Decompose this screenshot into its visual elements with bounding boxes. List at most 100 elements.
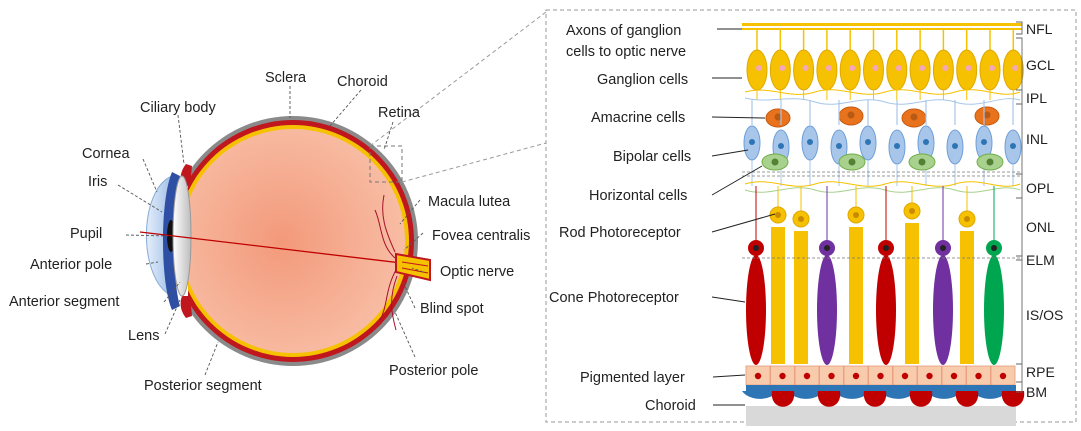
photoreceptors [746,186,1004,365]
label-pigmented-layer: Pigmented layer [580,370,685,386]
label-amacrine-cells: Amacrine cells [591,110,685,126]
bipolar-nucleus [981,139,987,145]
bipolar-nucleus [923,139,929,145]
horizontal-nucleus [987,159,994,166]
retina-labels: Axons of ganglion cells to optic nerve G… [549,23,696,414]
ganglion-nucleus [849,65,855,71]
opl-synapses [745,182,1020,193]
rod-nucleus [798,216,804,222]
ganglion-nucleus [989,65,995,71]
layer-inl: INL [1026,131,1048,147]
choroid-vessel-red [772,391,794,407]
rod-outer-segment [849,227,863,364]
bruch-membrane [746,406,1016,426]
label-macula-lutea: Macula lutea [428,194,511,210]
layer-opl: OPL [1026,180,1054,196]
rod-nucleus [775,212,781,218]
layer-onl: ONL [1026,219,1055,235]
label-axons-line2: cells to optic nerve [566,44,686,60]
rpe-nucleus [951,373,957,379]
rod-nucleus [853,212,859,218]
bipolar-nucleus [894,143,900,149]
label-optic-nerve: Optic nerve [440,264,514,280]
cone-nucleus [824,245,830,251]
bipolar-nucleus [952,143,958,149]
layer-labels: NFL GCL IPL INL OPL ONL ELM IS/OS RPE BM [1026,21,1063,400]
rpe-nucleus [877,373,883,379]
choroid-vessel-red [1002,391,1024,407]
rod-outer-segment [905,223,919,364]
horizontal-nucleus [919,159,926,166]
horizontal-cells [762,154,1003,170]
bipolar-nucleus [778,143,784,149]
cone-segment [984,255,1004,365]
layer-elm: ELM [1026,252,1055,268]
cone-segment [933,255,953,365]
label-lens: Lens [128,328,159,344]
pigmented-layer [746,366,1016,391]
rod-nucleus [964,216,970,222]
label-bipolar-cells: Bipolar cells [613,149,691,165]
label-pupil: Pupil [70,226,102,242]
layer-isos: IS/OS [1026,307,1063,323]
label-retina: Retina [378,105,421,121]
ganglion-nucleus [756,65,762,71]
layer-rpe: RPE [1026,364,1055,380]
label-sclera: Sclera [265,70,307,86]
rod-nucleus [909,208,915,214]
rpe-nucleus [779,373,785,379]
choroid-vessel-red [864,391,886,407]
label-iris: Iris [88,174,107,190]
amacrine-nucleus [848,112,855,119]
label-rod-photoreceptor: Rod Photoreceptor [559,225,681,241]
cone-nucleus [940,245,946,251]
ganglion-nucleus [803,65,809,71]
rod-outer-segment [960,231,974,364]
rpe-nucleus [828,373,834,379]
ganglion-nucleus [966,65,972,71]
layer-ipl: IPL [1026,90,1047,106]
ganglion-nucleus [826,65,832,71]
ipl-dendrites [745,90,1020,105]
cone-segment [876,255,896,365]
ganglion-nucleus [1012,65,1018,71]
label-ganglion-cells: Ganglion cells [597,72,688,88]
choroid-layer [742,391,1024,407]
layer-bm: BM [1026,384,1047,400]
label-choroid-eye: Choroid [337,74,388,90]
label-choroid-retina: Choroid [645,398,696,414]
ganglion-nucleus [896,65,902,71]
rod-outer-segment [771,227,785,364]
horizontal-nucleus [849,159,856,166]
label-axons-line1: Axons of ganglion [566,23,681,39]
choroid-vessel-red [818,391,840,407]
label-anterior-segment: Anterior segment [9,294,119,310]
bipolar-nucleus [807,139,813,145]
rpe-nucleus [804,373,810,379]
layer-gcl: GCL [1026,57,1055,73]
bruch-membrane-band [746,385,1016,391]
ganglion-nucleus [919,65,925,71]
ganglion-nucleus [873,65,879,71]
bipolar-nucleus [1010,143,1016,149]
ganglion-cells [747,28,1023,100]
bipolar-nucleus [836,143,842,149]
label-horizontal-cells: Horizontal cells [589,188,687,204]
label-ciliary-body: Ciliary body [140,100,216,116]
retina-leaders [712,29,775,405]
eye-illustration [140,12,546,366]
label-posterior-pole: Posterior pole [389,363,478,379]
cone-nucleus [991,245,997,251]
amacrine-nucleus [911,114,918,121]
rpe-nucleus [853,373,859,379]
cone-nucleus [753,245,759,251]
label-anterior-pole: Anterior pole [30,257,112,273]
label-fovea-centralis: Fovea centralis [432,228,530,244]
rpe-nucleus [926,373,932,379]
cone-segment [817,255,837,365]
label-cone-photoreceptor: Cone Photoreceptor [549,290,679,306]
choroid-vessel-red [910,391,932,407]
choroid-vessel-red [956,391,978,407]
nerve-fiber-layer [742,23,1022,30]
